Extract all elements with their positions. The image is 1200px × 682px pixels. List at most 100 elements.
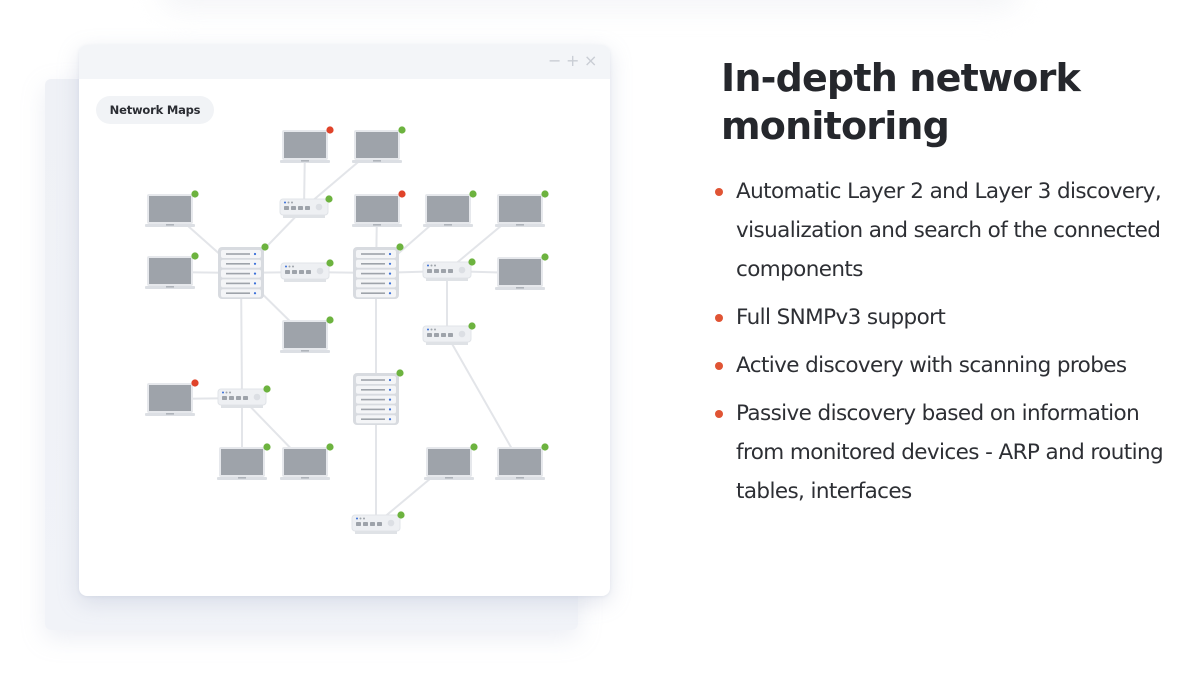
feature-text: Full SNMPv3 support bbox=[736, 305, 946, 330]
laptop-notch bbox=[166, 413, 174, 415]
switch-port bbox=[306, 270, 311, 274]
switch-led bbox=[430, 264, 433, 267]
laptop-notch bbox=[516, 477, 524, 479]
switch-port bbox=[370, 522, 375, 526]
switch-port bbox=[434, 333, 439, 337]
server-led bbox=[253, 292, 257, 295]
switch-foot bbox=[221, 405, 263, 408]
server-icon[interactable] bbox=[353, 369, 404, 425]
laptop-notch bbox=[373, 224, 381, 226]
status-ok-icon bbox=[396, 243, 404, 251]
status-ok-icon bbox=[326, 443, 334, 451]
switch-led bbox=[427, 328, 429, 331]
server-led bbox=[388, 378, 392, 382]
laptop-icon[interactable] bbox=[145, 190, 199, 227]
laptop-notch bbox=[444, 224, 452, 226]
laptop-icon[interactable] bbox=[352, 126, 406, 163]
laptop-icon[interactable] bbox=[424, 443, 478, 480]
laptop-icon[interactable] bbox=[495, 190, 549, 227]
status-ok-icon bbox=[470, 443, 478, 451]
laptop-screen bbox=[284, 322, 326, 348]
maximize-icon[interactable]: + bbox=[566, 51, 580, 70]
switch-led bbox=[430, 328, 433, 331]
switch-icon[interactable] bbox=[351, 511, 405, 534]
switch-led bbox=[284, 201, 286, 204]
server-icon[interactable] bbox=[353, 243, 404, 299]
server-bay-slot bbox=[226, 272, 250, 275]
switch-power bbox=[253, 393, 261, 401]
switch-power bbox=[316, 267, 324, 275]
server-led bbox=[388, 418, 392, 421]
feature-item: Automatic Layer 2 and Layer 3 discovery,… bbox=[715, 172, 1181, 289]
laptop-icon[interactable] bbox=[352, 190, 406, 227]
switch-port bbox=[427, 333, 432, 337]
laptop-icon[interactable] bbox=[495, 443, 549, 480]
window-titlebar[interactable]: − + × bbox=[79, 45, 610, 79]
server-bay-slot bbox=[361, 263, 385, 265]
laptop-screen bbox=[149, 385, 191, 411]
network-map-canvas[interactable] bbox=[79, 45, 610, 596]
switch-icon[interactable] bbox=[422, 322, 476, 345]
switch-led bbox=[363, 517, 365, 520]
status-ok-icon bbox=[469, 190, 477, 198]
title-line-1: In-depth network bbox=[721, 56, 1081, 100]
laptop-notch bbox=[166, 286, 174, 288]
status-ok-icon bbox=[191, 252, 199, 260]
server-led bbox=[388, 388, 392, 391]
switch-port bbox=[292, 270, 297, 274]
laptop-icon[interactable] bbox=[495, 253, 549, 290]
switch-port bbox=[229, 396, 234, 400]
switch-port bbox=[284, 206, 289, 210]
laptop-screen bbox=[499, 196, 541, 222]
laptop-notch bbox=[301, 477, 309, 479]
minimize-icon[interactable]: − bbox=[548, 51, 562, 70]
server-bay-slot bbox=[361, 292, 385, 294]
status-ok-icon bbox=[398, 126, 406, 134]
laptop-icon[interactable] bbox=[145, 252, 199, 289]
feature-text: Active discovery with scanning probes bbox=[736, 353, 1127, 378]
top-haze bbox=[160, 0, 1020, 10]
laptop-icon[interactable] bbox=[280, 126, 334, 163]
server-led bbox=[253, 282, 257, 285]
laptop-icon[interactable] bbox=[280, 443, 334, 480]
laptop-icon[interactable] bbox=[423, 190, 477, 227]
switch-led bbox=[222, 391, 224, 394]
server-bay-slot bbox=[226, 253, 250, 255]
switch-led bbox=[225, 391, 228, 394]
status-ok-icon bbox=[263, 443, 271, 451]
server-bay-slot bbox=[226, 263, 250, 265]
laptop-icon[interactable] bbox=[145, 379, 199, 416]
network-link bbox=[446, 334, 521, 464]
laptop-icon[interactable] bbox=[217, 443, 271, 480]
status-error-icon bbox=[191, 379, 199, 387]
switch-icon[interactable] bbox=[422, 258, 476, 281]
switch-power bbox=[315, 203, 323, 211]
switch-icon[interactable] bbox=[280, 259, 334, 282]
bullet-icon bbox=[715, 188, 723, 196]
laptop-screen bbox=[356, 196, 398, 222]
feature-list: Automatic Layer 2 and Layer 3 discovery,… bbox=[715, 172, 1181, 511]
laptop-notch bbox=[445, 477, 453, 479]
server-led bbox=[388, 252, 392, 256]
server-led bbox=[388, 292, 392, 295]
laptop-notch bbox=[373, 160, 381, 162]
feature-text: Automatic Layer 2 and Layer 3 discovery,… bbox=[736, 179, 1162, 282]
switch-led bbox=[356, 517, 358, 520]
status-error-icon bbox=[326, 126, 334, 134]
server-icon[interactable] bbox=[218, 243, 269, 299]
switch-foot bbox=[426, 342, 468, 345]
close-icon[interactable]: × bbox=[584, 51, 598, 70]
switch-icon[interactable] bbox=[217, 385, 271, 408]
tab-network-maps[interactable]: Network Maps bbox=[96, 96, 214, 124]
server-bay-slot bbox=[361, 379, 385, 381]
window-controls: − + × bbox=[548, 51, 598, 70]
switch-port bbox=[363, 522, 368, 526]
switch-led bbox=[292, 265, 294, 268]
switch-port bbox=[434, 269, 439, 273]
status-ok-icon bbox=[541, 253, 549, 261]
switch-led bbox=[288, 265, 291, 268]
switch-icon[interactable] bbox=[279, 195, 333, 218]
laptop-icon[interactable] bbox=[280, 316, 334, 353]
switch-power bbox=[458, 330, 466, 338]
